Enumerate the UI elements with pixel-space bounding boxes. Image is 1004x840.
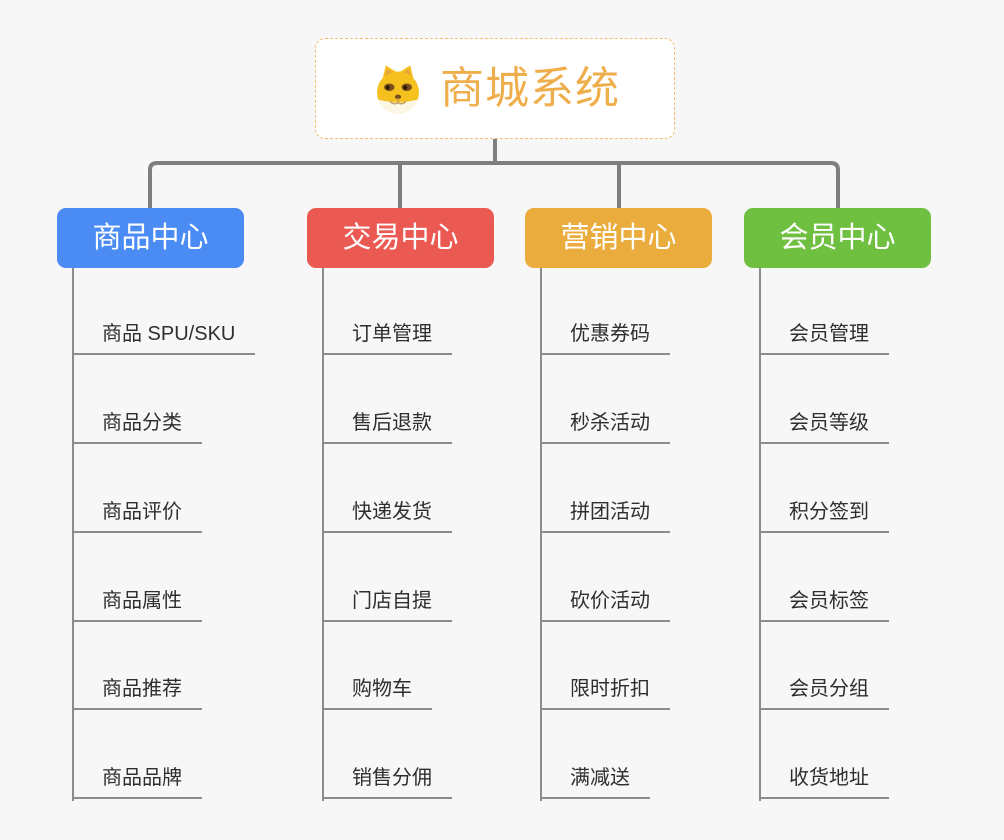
dog-face-icon	[377, 64, 419, 113]
leaf-item[interactable]: 商品品牌	[72, 759, 202, 799]
branch-trunk-line	[759, 268, 761, 801]
leaf-item[interactable]: 商品 SPU/SKU	[72, 315, 256, 355]
leaf-item[interactable]: 拼团活动	[540, 493, 670, 533]
branch-trunk-line	[322, 268, 324, 801]
branch-trunk-line	[540, 268, 542, 801]
leaf-item[interactable]: 收货地址	[759, 759, 889, 799]
leaf-item[interactable]: 会员管理	[759, 315, 889, 355]
branch-label: 会员中心	[779, 221, 896, 254]
leaf-item[interactable]: 会员分组	[759, 670, 889, 710]
leaf-item[interactable]: 优惠券码	[540, 315, 670, 355]
leaf-item[interactable]: 商品属性	[72, 582, 202, 622]
root-title: 商城系统	[440, 63, 620, 113]
branch-label: 商品中心	[92, 221, 209, 254]
leaf-item[interactable]: 销售分佣	[322, 759, 452, 799]
branch-node-member-center[interactable]: 会员中心	[744, 208, 931, 268]
leaf-item[interactable]: 商品推荐	[72, 670, 202, 710]
leaf-item[interactable]: 订单管理	[322, 315, 452, 355]
leaf-item[interactable]: 门店自提	[322, 582, 452, 622]
leaf-item[interactable]: 购物车	[322, 670, 432, 710]
branch-node-marketing-center[interactable]: 营销中心	[525, 208, 712, 268]
leaf-item[interactable]: 限时折扣	[540, 670, 670, 710]
branch-trunk-line	[72, 268, 74, 801]
leaf-item[interactable]: 会员等级	[759, 404, 889, 444]
leaf-item[interactable]: 积分签到	[759, 493, 889, 533]
leaf-item[interactable]: 商品分类	[72, 404, 202, 444]
leaf-item[interactable]: 秒杀活动	[540, 404, 670, 444]
leaf-item[interactable]: 会员标签	[759, 582, 889, 622]
branch-label: 营销中心	[560, 221, 677, 254]
branch-label: 交易中心	[342, 221, 459, 254]
root-node[interactable]: 商城系统	[315, 38, 675, 139]
branch-node-trade-center[interactable]: 交易中心	[307, 208, 494, 268]
leaf-item[interactable]: 售后退款	[322, 404, 452, 444]
leaf-item[interactable]: 满减送	[540, 759, 650, 799]
leaf-item[interactable]: 快递发货	[322, 493, 452, 533]
leaf-item[interactable]: 砍价活动	[540, 582, 670, 622]
leaf-item[interactable]: 商品评价	[72, 493, 202, 533]
branch-node-product-center[interactable]: 商品中心	[57, 208, 244, 268]
